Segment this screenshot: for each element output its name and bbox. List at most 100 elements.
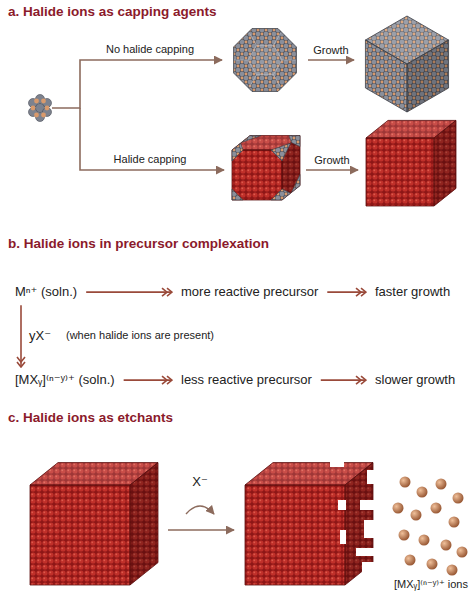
process-arrow [52,60,222,108]
reaction-arrow [20,305,22,367]
facet-edge [289,136,300,147]
complex-ion [393,503,404,514]
corner-facet [271,189,291,200]
face-shadow [407,40,449,112]
facet-edge [30,463,158,485]
species-node: faster growth [372,282,453,302]
facet-edge [291,175,300,193]
corner-facet [232,143,243,161]
complex-ion [400,477,411,488]
section-heading: c. Halide ions as etchants [8,410,173,426]
polyhedron-facet [365,40,407,112]
facet-edge [274,33,281,45]
complex-ion [457,547,468,558]
facet-edge [282,60,296,61]
facet-edge [271,189,291,200]
process-arrow [168,529,234,531]
etch-pit [356,548,376,556]
species-text: more reactive precursor [181,284,318,300]
facet-edge [366,138,434,206]
species-node: more reactive precursor [178,282,321,302]
condition-note: (when halide ions are present) [66,329,214,342]
facet-edge [234,29,297,92]
complex-ion [405,555,416,566]
facet-edge [366,120,456,138]
etch-pit [340,530,346,544]
ion-label: X⁻ [192,474,208,490]
reaction-arrow [124,379,172,381]
facet-edge [407,40,449,112]
cube-face [245,485,345,585]
face-shadow [130,463,158,585]
cube-face [130,463,158,585]
species-node: less reactive precursor [178,370,315,390]
species-text: Mⁿ⁺ (soln.) [15,284,77,300]
complex-ion [417,487,428,498]
facet-edge [250,33,257,45]
corner-facet [241,136,261,143]
reaction-arrow [86,291,172,293]
cube-face [366,138,434,206]
complex-ion [427,559,438,570]
facet-edge [245,463,373,485]
complex-ion [453,493,464,504]
complex-ion [447,565,458,576]
process-arrow [80,108,224,170]
facet-edge [234,60,248,61]
curved-arrow [186,506,214,514]
polyhedron-particle [234,29,297,92]
corner-facet [291,175,300,193]
complex-ion [441,540,452,551]
process-arrow [308,59,354,61]
complex-ion [431,503,442,514]
facet-edge [434,120,456,206]
reaction-arrow [327,291,366,293]
reaction-arrow [321,379,366,381]
complex-ion [419,535,430,546]
etch-pit [362,562,374,574]
arrow-label: Halide capping [114,153,187,166]
species-node: slower growth [372,370,458,390]
facet-edge [250,75,257,87]
seed-atom [45,106,50,111]
facet-edge [232,143,243,161]
species-text: [MXᵧ]⁽ⁿ⁻ʸ⁾⁺ (soln.) [15,372,115,388]
facet-edge [130,463,158,585]
species-text: faster growth [375,284,450,300]
species-node: [MXᵧ]⁽ⁿ⁻ʸ⁾⁺ (soln.) [12,370,118,390]
etch-pit [367,470,375,484]
corner-facet [232,189,243,200]
etch-pit [360,500,375,510]
facet-edge [232,150,282,200]
arrow-label: No halide capping [106,43,194,56]
ion-label: [MXᵧ]⁽ⁿ⁻ʸ⁾⁺ ions [394,578,468,591]
arrow-label: Growth [314,154,349,167]
facet-edge [274,75,281,87]
facet-edge [30,485,130,585]
facet-edge [248,45,282,74]
species-node: Mⁿ⁺ (soln.) [12,282,80,302]
etch-pit [330,461,344,467]
corner-facet [271,143,291,161]
section-heading: b. Halide ions in precursor complexation [8,236,269,252]
seed-atom [34,99,39,104]
facet-edge [241,136,261,143]
face-shadow [434,120,456,206]
seed-atom [41,99,46,104]
complex-ion [399,530,410,541]
section-heading: a. Halide ions as capping agents [8,4,217,20]
face-highlight [248,45,282,74]
complex-ion [411,510,422,521]
cube-face [232,150,282,200]
polyhedron-facet [407,40,449,112]
facet-edge [365,16,448,64]
facet-edge [245,485,345,585]
complex-ion [436,479,447,490]
facet-edge [365,40,407,112]
species-text: less reactive precursor [181,372,312,388]
etch-pit [338,500,346,510]
complex-ion [449,517,460,528]
etch-pit [364,520,376,538]
corner-facet [289,136,300,147]
